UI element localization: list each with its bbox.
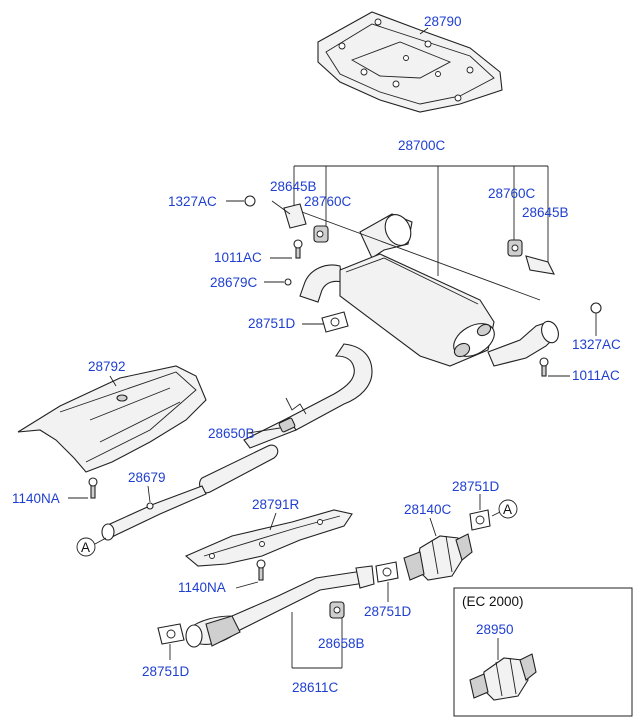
label-1327AC-left: 1327AC [168,194,217,209]
rear-muffler-assembly [244,195,602,377]
label-28611C: 28611C [292,680,339,695]
label-28751D-mid: 28751D [364,604,412,619]
label-28658B: 28658B [318,636,365,651]
label-1327AC-right: 1327AC [572,337,621,352]
label-28791R: 28791R [252,497,300,512]
reference-circle-A-left [76,537,96,557]
front-pipe-28611C [185,565,375,648]
label-28650B: 28650B [208,426,255,441]
circle-a-right-label: A [503,502,512,517]
label-28645B-left: 28645B [270,179,317,194]
center-pipe-28650B [101,343,373,541]
inset-box-ec2000 [453,587,633,717]
label-28760C-right: 28760C [488,186,536,201]
label-28679C: 28679C [210,275,258,290]
label-28760C-left: 28760C [304,194,352,209]
circle-a-left-label: A [81,540,90,555]
label-28751D-top: 28751D [248,316,296,331]
label-28792: 28792 [88,359,126,374]
label-1011AC-right: 1011AC [572,368,620,383]
label-28950: 28950 [476,622,514,637]
under-cover-28790 [317,11,503,113]
reference-circle-A-right [498,499,518,519]
label-28751D-right: 28751D [452,479,500,494]
label-1140NA-mid: 1140NA [178,580,226,595]
heat-protector-28791R [184,509,353,567]
label-1011AC-left: 1011AC [214,250,262,265]
label-28751D-bottom-left: 28751D [142,664,190,679]
label-28700C: 28700C [398,138,446,153]
label-1140NA-left: 1140NA [12,491,60,506]
inset-title: (EC 2000) [462,594,524,609]
label-28140C: 28140C [404,502,452,517]
catalytic-converter-28950 [469,653,537,701]
label-28790: 28790 [424,14,462,29]
heat-protector-28792 [17,365,207,473]
label-28645B-right: 28645B [522,205,569,220]
label-28679: 28679 [128,470,166,485]
catalytic-converter-28140C [403,533,473,581]
